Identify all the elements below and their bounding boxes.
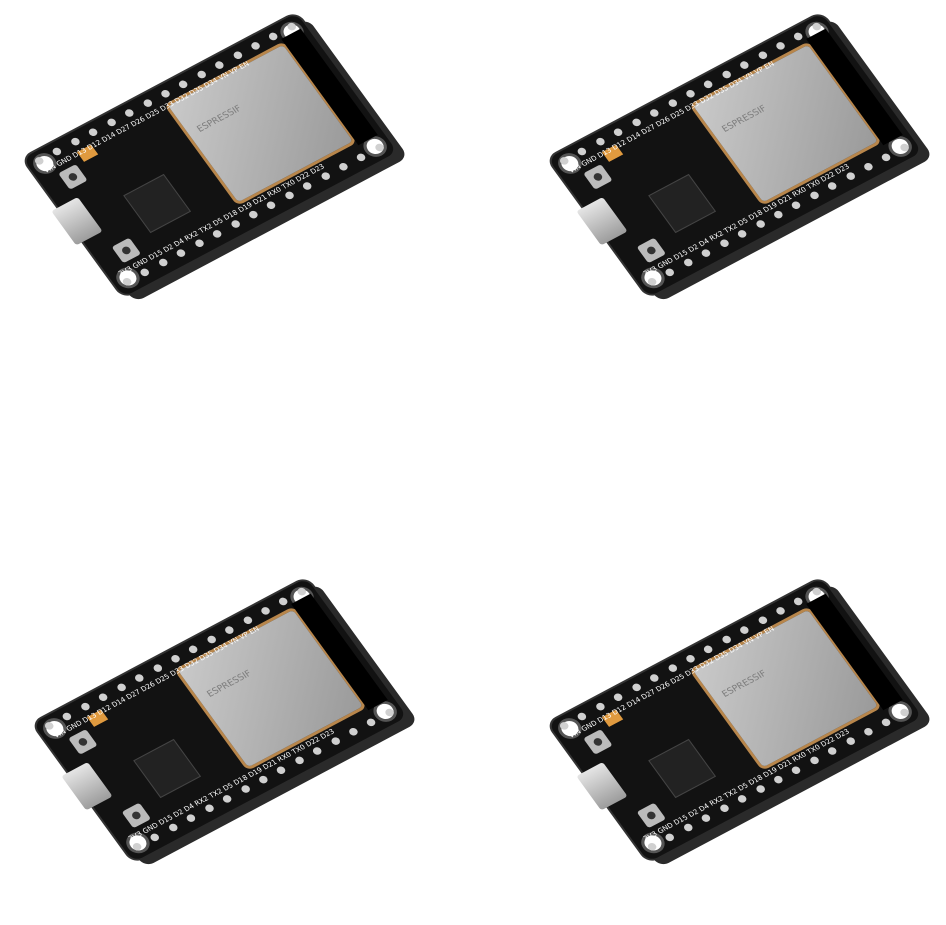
board-bottom-right: ESPRESSIF VIN GND D13 D12 D14 D27 D26 D2… — [525, 565, 945, 925]
usb-uart-chip — [648, 173, 717, 234]
board-bottom-left: ESPRESSIF VIN GND D13 D12 D14 D27 D26 D2… — [10, 565, 430, 925]
module-label: ESPRESSIF — [205, 668, 254, 700]
usb-uart-chip — [123, 173, 192, 234]
usb-port — [51, 197, 103, 246]
esp32-board: ESPRESSIF VIN GND D13 D12 D14 D27 D26 D2… — [22, 12, 398, 298]
module-label: ESPRESSIF — [720, 103, 769, 135]
usb-port — [61, 762, 113, 811]
usb-port — [576, 762, 628, 811]
board-top-right: ESPRESSIF VIN GND D13 D12 D14 D27 D26 D2… — [525, 0, 945, 360]
board-top-left: ESPRESSIF VIN GND D13 D12 D14 D27 D26 D2… — [0, 0, 420, 360]
esp32-board: ESPRESSIF VIN GND D13 D12 D14 D27 D26 D2… — [32, 577, 408, 863]
module-label: ESPRESSIF — [195, 103, 244, 135]
module-label: ESPRESSIF — [720, 668, 769, 700]
en-button — [58, 164, 88, 190]
usb-uart-chip — [648, 738, 717, 799]
esp32-board: ESPRESSIF VIN GND D13 D12 D14 D27 D26 D2… — [547, 12, 923, 298]
usb-uart-chip — [133, 738, 202, 799]
esp32-board: ESPRESSIF VIN GND D13 D12 D14 D27 D26 D2… — [547, 577, 923, 863]
en-button — [68, 729, 98, 755]
en-button — [583, 729, 613, 755]
en-button — [583, 164, 613, 190]
usb-port — [576, 197, 628, 246]
